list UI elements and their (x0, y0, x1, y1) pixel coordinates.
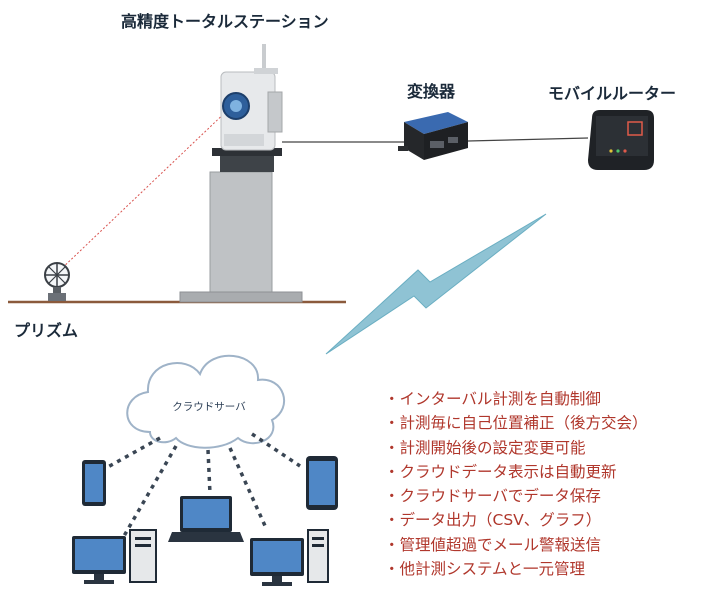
cloud-connection-lines (105, 432, 301, 537)
cable-converter-router (467, 137, 589, 142)
prism-icon (44, 262, 70, 301)
laser-beam-line (57, 105, 233, 273)
feature-item: ・計測開始後の設定変更可能 (384, 438, 586, 457)
mobile-router-label: モバイルルーター (548, 84, 677, 103)
total-station-icon (212, 44, 283, 172)
desktop-computer-icon (72, 529, 157, 584)
mobile-router-icon (588, 110, 654, 170)
feature-item: ・クラウドデータ表示は自動更新 (384, 462, 617, 481)
cloud-icon (126, 354, 286, 449)
wireless-bolt-icon (325, 213, 547, 355)
feature-item: ・インターバル計測を自動制御 (384, 390, 601, 408)
tablet-icon (306, 456, 338, 510)
prism-label: プリズム (14, 321, 79, 340)
total-station-label: 高精度トータルステーション (121, 12, 329, 31)
smartphone-icon (82, 460, 106, 506)
feature-item: ・管理値超過でメール警報送信 (384, 535, 602, 554)
cloud-server-label: クラウドサーバ (172, 401, 246, 413)
converter-icon (398, 112, 468, 160)
concrete-pillar (179, 171, 303, 303)
desktop-computer-icon (250, 529, 329, 586)
feature-item: ・データ出力（CSV、グラフ） (384, 511, 602, 530)
feature-list: ・インターバル計測を自動制御 ・計測毎に自己位置補正（後方交会） ・計測開始後の… (384, 387, 648, 581)
converter-label: 変換器 (407, 82, 456, 101)
feature-item: ・計測毎に自己位置補正（後方交会） (384, 414, 648, 433)
laptop-icon (168, 496, 244, 542)
feature-item: ・クラウドサーバでデータ保存 (384, 487, 601, 506)
feature-item: ・他計測システムと一元管理 (384, 560, 586, 579)
